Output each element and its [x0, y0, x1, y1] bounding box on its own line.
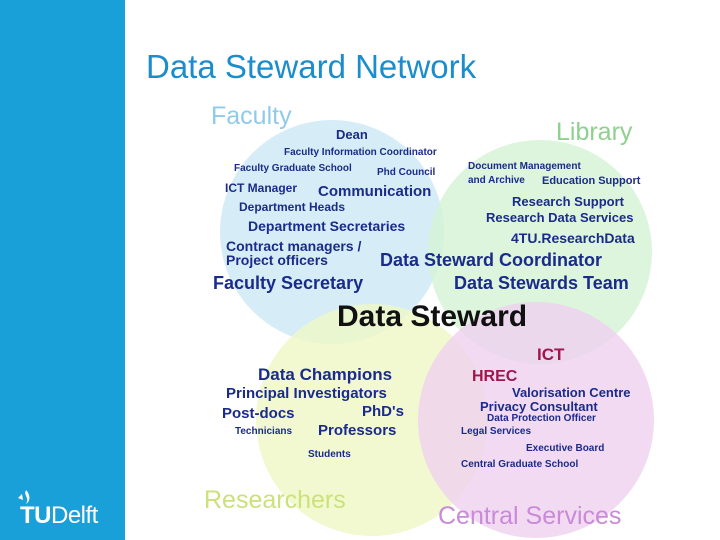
central-services-label: Central Services [438, 502, 622, 530]
library-item-ds-coordinator: Data Steward Coordinator [380, 250, 603, 270]
library-item-research-support: Research Support [512, 194, 624, 209]
researcher-item-pis: Principal Investigators [226, 385, 387, 402]
library-item-4tu-researchdata: 4TU.ResearchData [511, 230, 635, 246]
central-services-circle [418, 302, 654, 538]
central-item-privacy: Privacy Consultant [480, 399, 598, 414]
center-label: Data Steward [337, 300, 528, 333]
library-item-education-support: Education Support [542, 175, 641, 187]
library-item-ds-team: Data Stewards Team [454, 273, 629, 293]
faculty-item-fic: Faculty Information Coordinator [284, 147, 437, 158]
faculty-item-project-officers: Project officers [226, 252, 328, 268]
central-item-legal: Legal Services [461, 426, 532, 437]
faculty-item-dept-heads: Department Heads [239, 200, 346, 214]
faculty-item-fgs: Faculty Graduate School [234, 163, 352, 174]
logo-delft: Delft [51, 502, 98, 529]
logo-text: TUDelft [20, 502, 98, 530]
researcher-item-data-champions: Data Champions [258, 365, 393, 384]
central-item-valorisation: Valorisation Centre [512, 385, 631, 400]
faculty-item-contract-managers: Contract managers / [226, 238, 362, 254]
researcher-item-professors: Professors [318, 422, 397, 439]
library-circle [428, 140, 652, 364]
sidebar: TUDelft [0, 0, 125, 540]
central-item-exec-board: Executive Board [526, 443, 605, 454]
library-item-rds: Research Data Services [486, 210, 634, 225]
page-title: Data Steward Network [146, 48, 477, 85]
faculty-item-ict-manager: ICT Manager [225, 181, 298, 195]
library-item-doc-mgmt: Document Management [468, 161, 581, 172]
logo-tu: TU [20, 502, 52, 529]
researchers-label: Researchers [204, 486, 346, 514]
researchers-circle [256, 304, 488, 536]
faculty-item-faculty-secretary: Faculty Secretary [213, 273, 364, 293]
flame-icon [18, 490, 30, 504]
central-item-dpo: Data Protection Officer [487, 413, 596, 424]
faculty-circle [220, 120, 444, 344]
researcher-item-technicians: Technicians [235, 426, 293, 437]
library-label: Library [556, 118, 633, 146]
central-item-hrec: HREC [472, 368, 518, 385]
tu-delft-logo: TUDelft [14, 488, 114, 530]
faculty-item-dept-secretaries: Department Secretaries [248, 218, 406, 234]
faculty-item-communication: Communication [318, 183, 432, 200]
faculty-item-dean: Dean [336, 127, 368, 142]
faculty-label: Faculty [211, 102, 292, 130]
researcher-item-phds: PhD's [362, 403, 404, 420]
central-item-ict: ICT [537, 345, 565, 364]
central-item-cgs: Central Graduate School [461, 459, 579, 470]
researcher-item-students: Students [308, 449, 351, 460]
library-item-and-archive: and Archive [468, 175, 525, 186]
faculty-item-phd-council: Phd Council [377, 167, 436, 178]
researcher-item-postdocs: Post-docs [222, 405, 295, 422]
